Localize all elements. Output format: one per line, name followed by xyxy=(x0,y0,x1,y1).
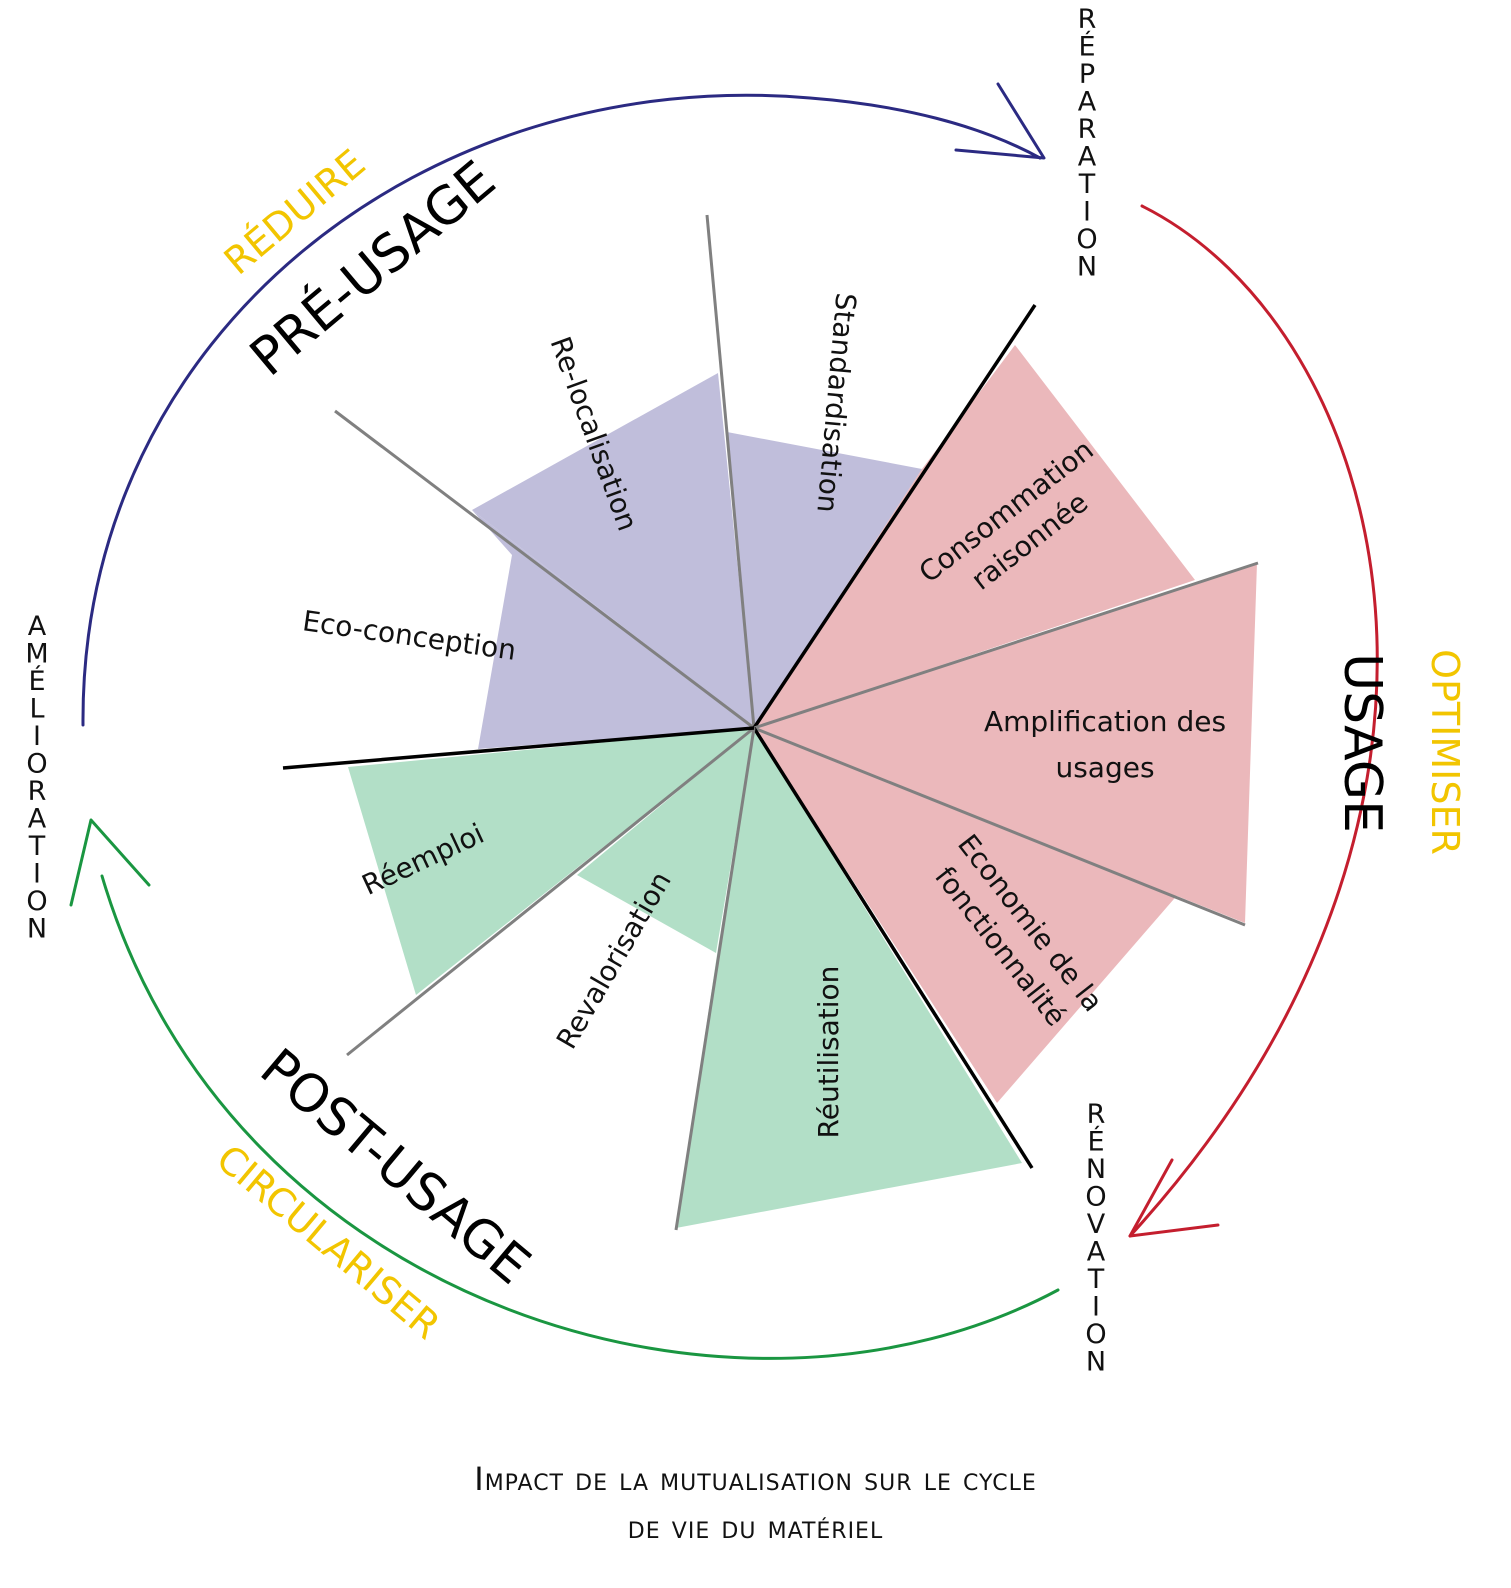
transition-letter: É xyxy=(1078,31,1095,63)
phase-label-pre-usage: PRÉ-USAGE xyxy=(239,149,507,388)
phase-label-post-usage: POST-USAGE xyxy=(249,1038,541,1297)
transition-letter: É xyxy=(1087,1126,1104,1158)
transition-letter: V xyxy=(1087,1209,1106,1240)
spoke-black xyxy=(752,727,1034,1169)
transition-letter: R xyxy=(1078,4,1097,35)
transition-letter: O xyxy=(1076,224,1097,255)
arrowhead-usage xyxy=(1128,1158,1220,1238)
transition-letter: R xyxy=(1078,114,1097,145)
caption-line-1: Impact de la mutualisation sur le cycle xyxy=(474,1460,1037,1498)
transition-letter: A xyxy=(1078,87,1097,118)
spoke-grey xyxy=(753,561,1259,730)
spoke-black xyxy=(752,304,1037,729)
transition-letter: T xyxy=(1087,1264,1105,1295)
spoke-grey xyxy=(705,214,756,729)
arrowhead-post-usage xyxy=(69,818,151,907)
transition-letter: N xyxy=(27,914,47,945)
category-eco-conception: Eco-conception xyxy=(301,604,519,667)
transition-letter: É xyxy=(28,665,45,697)
transition-letter: O xyxy=(1085,1319,1106,1350)
pre-usage-sectors xyxy=(472,373,922,749)
sector-standardisation xyxy=(727,432,922,728)
transition-letter: I xyxy=(1092,1292,1100,1323)
arc-usage xyxy=(1128,204,1379,1238)
sector-economie-de-la-fonctionnalite xyxy=(754,728,1180,1103)
transition-letter: O xyxy=(26,886,47,917)
arc-pre-usage xyxy=(81,93,1042,727)
verb-optimiser: OPTIMISER xyxy=(1423,649,1467,855)
arc-post-usage xyxy=(100,874,1060,1360)
usage-sectors xyxy=(754,345,1257,1103)
phase-label-usage: USAGE xyxy=(1332,653,1392,833)
diagram-caption: Impact de la mutualisation sur le cycle … xyxy=(0,1455,1511,1551)
transition-letter: I xyxy=(1083,197,1091,228)
spoke-grey xyxy=(753,726,1246,927)
cycle-arcs xyxy=(69,82,1379,1360)
spoke-grey xyxy=(346,726,755,1057)
category-amplification-line1: Amplification des xyxy=(984,705,1226,738)
category-reutilisation: Réutilisation xyxy=(812,966,845,1139)
transition-letter: I xyxy=(33,859,41,890)
spoke-black xyxy=(282,726,755,770)
transition-letter: O xyxy=(1085,1182,1106,1213)
transition-letter: N xyxy=(1086,1347,1106,1378)
transition-letter: A xyxy=(1087,1237,1106,1268)
caption-line-2: de vie du matériel xyxy=(627,1508,884,1546)
transition-letter: N xyxy=(1086,1154,1106,1185)
transition-letter: A xyxy=(1078,142,1097,173)
transition-letter: R xyxy=(1087,1099,1106,1130)
arrowhead-pre-usage xyxy=(954,82,1046,160)
transition-letter: T xyxy=(28,831,46,862)
sector-reutilisation xyxy=(676,728,1022,1228)
transition-letter: P xyxy=(1079,59,1095,90)
sector-consommation-raisonnee xyxy=(754,345,1195,728)
spokes xyxy=(282,214,1259,1231)
spoke-grey xyxy=(674,727,756,1231)
spoke-grey xyxy=(334,409,755,730)
transition-letter: M xyxy=(25,639,48,670)
transition-letter: N xyxy=(1077,252,1097,283)
post-usage-sectors xyxy=(348,728,1022,1228)
transition-letter: R xyxy=(28,776,47,807)
transition-letter: A xyxy=(28,611,47,642)
category-amplification-line2: usages xyxy=(1055,751,1154,784)
transition-letter: L xyxy=(29,694,44,725)
sector-revalorisation xyxy=(577,728,754,953)
transition-letter: O xyxy=(26,749,47,780)
sector-reemploi xyxy=(348,728,754,995)
transition-letter: T xyxy=(1078,169,1096,200)
sector-amplification-des-usages xyxy=(754,563,1257,923)
sector-re-localisation xyxy=(472,373,754,728)
transition-letter: A xyxy=(28,804,47,835)
transition-letter: I xyxy=(33,721,41,752)
